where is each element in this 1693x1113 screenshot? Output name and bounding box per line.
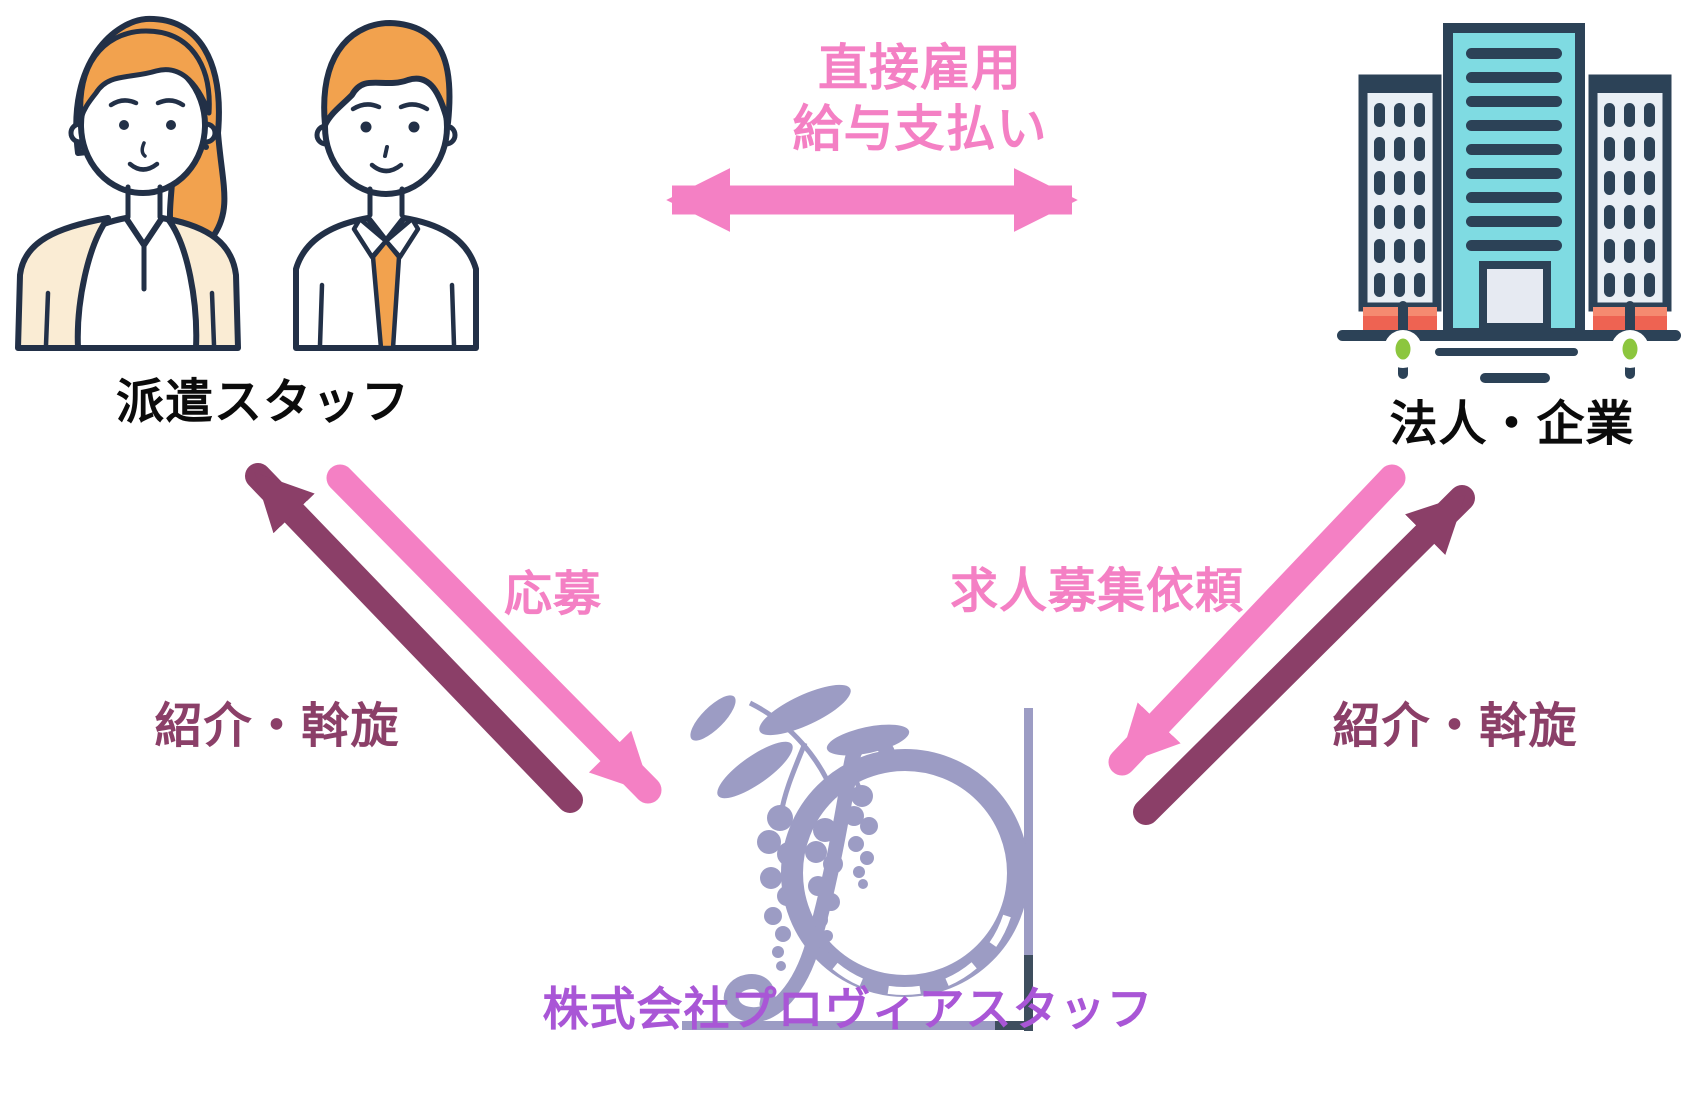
job-posting-request-label: 求人募集依頼 bbox=[949, 563, 1245, 619]
frame-vertical-line bbox=[1024, 708, 1033, 955]
tower-door bbox=[1479, 261, 1551, 331]
arrow-application bbox=[326, 464, 662, 804]
necktie bbox=[370, 238, 402, 351]
direct-employment-label: 直接雇用 給与支払い bbox=[793, 38, 1048, 160]
application-label: 応募 bbox=[503, 566, 603, 622]
frame-horizontal-line bbox=[682, 1021, 995, 1030]
provia-staff-logo-icon bbox=[682, 684, 1033, 1031]
two-office-workers-icon bbox=[15, 15, 479, 351]
referral-to-staff-label: 紹介・斡旋 bbox=[154, 698, 400, 754]
woman-illustration bbox=[15, 15, 241, 351]
arrow-job-posting-request bbox=[1108, 464, 1406, 776]
right-building bbox=[1588, 74, 1672, 331]
staff-node-label: 派遣スタッフ bbox=[115, 374, 411, 430]
direct-employment-line1: 直接雇用 bbox=[818, 39, 1022, 97]
man-illustration bbox=[293, 20, 479, 351]
left-lamp bbox=[1384, 301, 1422, 379]
wisteria-clusters bbox=[757, 785, 878, 971]
agency-node-label: 株式会社プロヴィアスタッフ bbox=[542, 982, 1154, 1036]
ground-line bbox=[1337, 330, 1681, 341]
right-lamp bbox=[1611, 301, 1649, 379]
arrow-referral-to-company bbox=[1133, 485, 1475, 825]
center-tower bbox=[1443, 23, 1585, 338]
monogram-stem bbox=[723, 732, 897, 1023]
left-building bbox=[1358, 74, 1442, 331]
company-node-label: 法人・企業 bbox=[1389, 396, 1635, 452]
monogram-ring bbox=[781, 749, 1029, 997]
cardigan-right bbox=[165, 216, 241, 351]
cardigan-left bbox=[15, 215, 111, 351]
direct-employment-line2: 給与支払い bbox=[792, 100, 1048, 158]
referral-to-company-label: 紹介・斡旋 bbox=[1332, 698, 1578, 754]
arrow-referral-to-staff bbox=[245, 463, 583, 813]
office-buildings-icon bbox=[1337, 23, 1681, 383]
